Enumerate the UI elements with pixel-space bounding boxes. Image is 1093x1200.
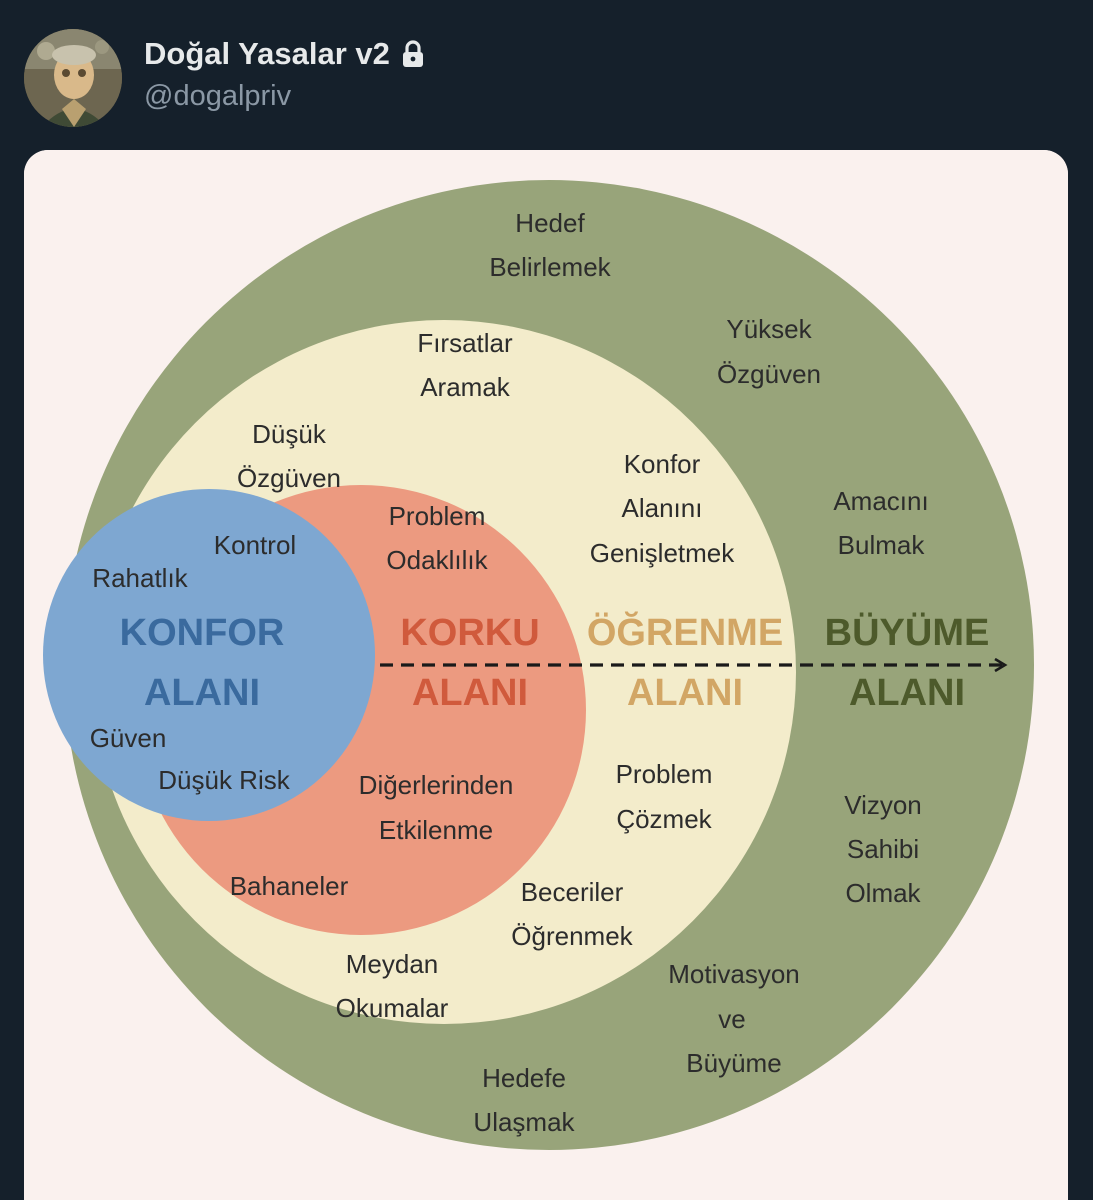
zone-learning-line1: ÖĞRENME	[587, 610, 783, 654]
zone-fear-line1: KORKU	[400, 612, 539, 654]
label-firsatlar: Fırsatlar	[417, 328, 513, 358]
label-sahibi: Sahibi	[847, 834, 919, 864]
zone-fear-line2: ALANI	[412, 672, 528, 714]
zone-learning-line2: ALANI	[627, 672, 743, 714]
label-hedefe: Hedefe	[482, 1063, 566, 1093]
label-yuksek-ozguven: Özgüven	[717, 359, 821, 389]
label-cozmek: Çözmek	[616, 804, 712, 834]
post-header: Doğal Yasalar v2 @dogalpriv	[0, 0, 1093, 150]
label-vizyon: Vizyon	[844, 790, 922, 820]
comfort-zone-diagram: KONFOR ALANI KORKU ALANI ÖĞRENME ALANI B…	[24, 150, 1068, 1200]
zone-comfort-line1: KONFOR	[120, 612, 285, 654]
label-bulmak: Bulmak	[838, 530, 926, 560]
label-belirlemek: Belirlemek	[489, 252, 611, 282]
label-problem-odaklilik-2: Odaklılık	[386, 545, 488, 575]
label-digerlerinden: Diğerlerinden	[359, 770, 514, 800]
label-buyume: Büyüme	[686, 1048, 781, 1078]
display-name[interactable]: Doğal Yasalar v2	[144, 36, 426, 72]
label-kontrol: Kontrol	[214, 530, 296, 560]
label-ve: ve	[718, 1004, 745, 1034]
label-meydan: Meydan	[346, 949, 439, 979]
label-hedef: Hedef	[515, 208, 585, 238]
label-okumalar: Okumalar	[336, 993, 449, 1023]
label-dusuk: Düşük	[252, 419, 327, 449]
label-etkilenme: Etkilenme	[379, 815, 493, 845]
label-rahatlik: Rahatlık	[92, 563, 188, 593]
user-handle[interactable]: @dogalpriv	[144, 80, 292, 112]
post-media[interactable]: KONFOR ALANI KORKU ALANI ÖĞRENME ALANI B…	[24, 150, 1068, 1200]
label-ogrenmek: Öğrenmek	[511, 921, 633, 951]
label-problem-odaklilik-1: Problem	[389, 501, 486, 531]
label-problem: Problem	[616, 759, 713, 789]
zone-growth-line1: BÜYÜME	[825, 611, 990, 654]
label-beceriler: Beceriler	[521, 877, 624, 907]
label-guven: Güven	[90, 723, 167, 753]
avatar-portrait-icon	[24, 29, 122, 127]
user-avatar[interactable]	[24, 29, 122, 127]
zone-comfort-line2: ALANI	[144, 672, 260, 714]
label-ulasmak: Ulaşmak	[473, 1107, 575, 1137]
label-olmak: Olmak	[845, 878, 921, 908]
label-yuksek: Yüksek	[726, 314, 812, 344]
label-dusuk-ozguven: Özgüven	[237, 463, 341, 493]
zone-growth-line2: ALANI	[849, 672, 965, 714]
label-genisletmek: Genişletmek	[590, 538, 735, 568]
label-motivasyon: Motivasyon	[668, 959, 800, 989]
label-bahaneler: Bahaneler	[230, 871, 349, 901]
display-name-text: Doğal Yasalar v2	[144, 36, 390, 71]
label-konfor: Konfor	[624, 449, 701, 479]
comfort-zone-circle	[43, 489, 375, 821]
label-dusuk-risk: Düşük Risk	[158, 765, 290, 795]
label-aramak: Aramak	[420, 372, 511, 402]
label-alanini: Alanını	[622, 493, 703, 523]
label-amacini: Amacını	[833, 486, 928, 516]
lock-icon	[400, 40, 426, 68]
